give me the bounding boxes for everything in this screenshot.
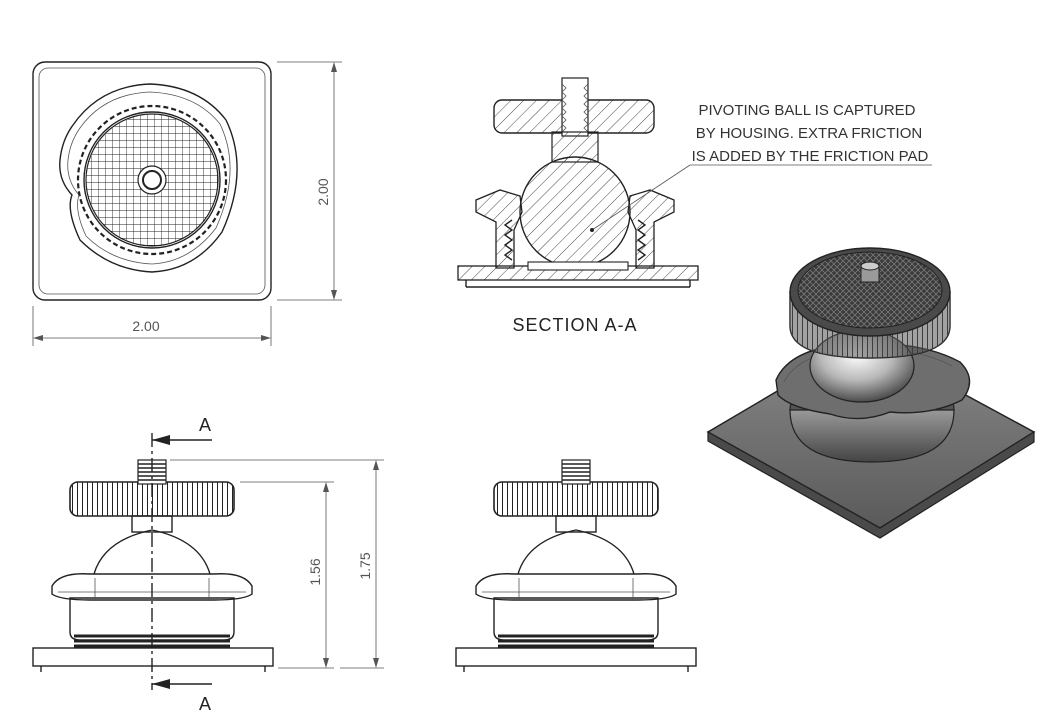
front-view — [32, 433, 274, 690]
front-inner-height-dimension: 1.56 — [240, 481, 334, 669]
note-line-3: IS ADDED BY THE FRICTION PAD — [692, 148, 929, 165]
isometric-render — [706, 247, 1036, 539]
cut-label-bottom: A — [199, 694, 211, 714]
cut-label-top: A — [199, 415, 211, 435]
section-title: SECTION A-A — [512, 315, 637, 335]
note-line-1: PIVOTING BALL IS CAPTURED — [699, 102, 916, 119]
top-width-dimension: 2.00 — [32, 306, 272, 346]
top-height-dimension: 2.00 — [277, 61, 342, 301]
section-note: PIVOTING BALL IS CAPTURED BY HOUSING. EX… — [692, 102, 929, 165]
top-height-value: 2.00 — [315, 178, 331, 205]
front-total-height-value: 1.75 — [357, 552, 373, 579]
section-view — [457, 77, 932, 288]
top-view — [32, 61, 272, 301]
front-inner-height-value: 1.56 — [307, 558, 323, 585]
top-width-value: 2.00 — [132, 318, 159, 334]
side-view — [455, 459, 697, 672]
front-total-height-dimension: 1.75 — [170, 459, 384, 669]
note-line-2: BY HOUSING. EXTRA FRICTION — [696, 125, 922, 142]
